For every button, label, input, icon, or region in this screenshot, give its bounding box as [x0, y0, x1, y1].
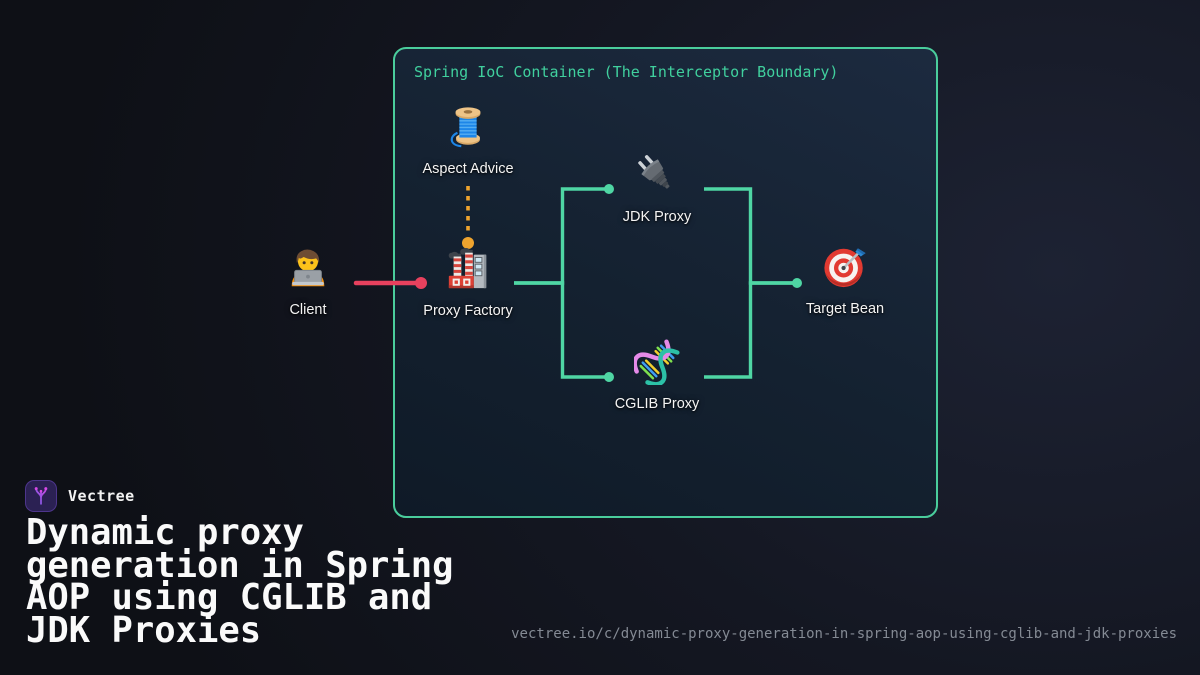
page-url: vectree.io/c/dynamic-proxy-generation-in… — [511, 626, 1177, 642]
vectree-logo — [25, 480, 57, 512]
page-title-line-1: Dynamic proxy — [26, 512, 304, 553]
node-client: Client — [238, 245, 378, 318]
node-target-bean: Target Bean — [775, 244, 915, 317]
target-icon — [824, 248, 866, 288]
electric-plug-icon — [638, 155, 670, 189]
node-cglib-proxy: CGLIB Proxy — [587, 339, 727, 412]
dna-icon — [634, 339, 680, 385]
node-label-aspect-advice: Aspect Advice — [422, 161, 514, 177]
page-title-line-4: JDK Proxies — [26, 609, 262, 651]
vectree-logo-icon — [34, 487, 48, 505]
brand-name: Vectree — [68, 487, 135, 505]
technologist-icon — [291, 249, 325, 287]
ioc-container-title: Spring IoC Container (The Interceptor Bo… — [414, 63, 839, 81]
node-label-proxy-factory: Proxy Factory — [423, 303, 513, 319]
page-title: Dynamic proxy generation in Spring AOP u… — [26, 512, 496, 651]
node-label-target-bean: Target Bean — [805, 301, 885, 317]
page-title-line-3: AOP using CGLIB and — [26, 577, 433, 618]
node-label-cglib-proxy: CGLIB Proxy — [614, 396, 700, 412]
node-aspect-advice: Aspect Advice — [398, 104, 538, 177]
page-title-line-2: generation in Spring — [26, 544, 454, 586]
node-proxy-factory: Proxy Factory — [398, 246, 538, 319]
node-label-jdk-proxy: JDK Proxy — [622, 209, 692, 225]
node-label-client: Client — [289, 302, 327, 318]
factory-icon — [448, 248, 487, 289]
node-jdk-proxy: JDK Proxy — [587, 152, 727, 225]
thread-spool-icon — [450, 107, 481, 148]
